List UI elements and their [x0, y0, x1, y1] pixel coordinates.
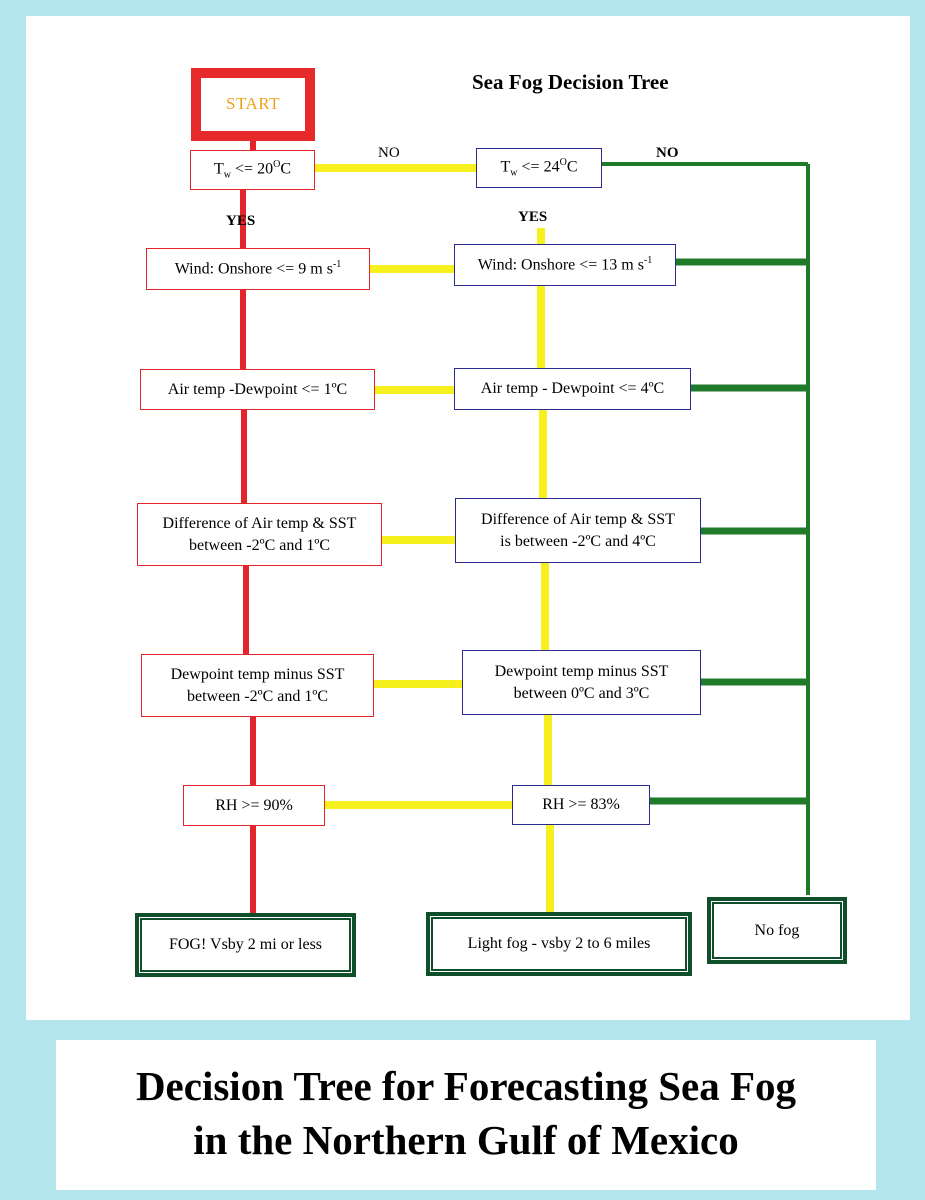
- fog-result-label: FOG! Vsby 2 mi or less: [168, 936, 323, 954]
- diagram-title: Sea Fog Decision Tree: [472, 70, 669, 94]
- air-sst-diff-left-node: Difference of Air temp & SST between -2º…: [137, 503, 382, 566]
- tw-20-node: Tw <= 20OC: [190, 150, 315, 190]
- wind-13-label: Wind: Onshore <= 13 m s-1: [477, 255, 653, 274]
- air-dewpoint-4-node: Air temp - Dewpoint <= 4ºC: [454, 368, 691, 410]
- green-path: [602, 162, 810, 895]
- dewpoint-sst-left-line1: Dewpoint temp minus SST: [170, 665, 345, 683]
- dewpoint-sst-mid-line2: between 0ºC and 3ºC: [513, 684, 650, 702]
- air-sst-diff-mid-node: Difference of Air temp & SST is between …: [455, 498, 701, 563]
- rh-83-node: RH >= 83%: [512, 785, 650, 825]
- wind-9-node: Wind: Onshore <= 9 m s-1: [146, 248, 370, 290]
- edge-label-yes-1: YES: [226, 213, 256, 229]
- no-fog-result-label: No fog: [754, 921, 800, 939]
- caption-line-1: Decision Tree for Forecasting Sea Fog: [135, 1063, 797, 1109]
- air-dewpoint-4-label: Air temp - Dewpoint <= 4ºC: [480, 380, 665, 398]
- air-sst-diff-mid-line1: Difference of Air temp & SST: [481, 510, 675, 528]
- air-sst-diff-mid-line2: is between -2ºC and 4ºC: [500, 532, 656, 550]
- wind-9-label: Wind: Onshore <= 9 m s-1: [174, 259, 342, 278]
- rh-90-label: RH >= 90%: [215, 796, 293, 814]
- fog-result-node: FOG! Vsby 2 mi or less: [135, 913, 356, 977]
- air-dewpoint-1-label: Air temp -Dewpoint <= 1ºC: [167, 380, 348, 398]
- edge-label-no-2: NO: [656, 145, 679, 161]
- air-sst-diff-left-line1: Difference of Air temp & SST: [162, 514, 357, 532]
- rh-83-label: RH >= 83%: [542, 796, 620, 814]
- caption-box: Decision Tree for Forecasting Sea Fog in…: [56, 1040, 876, 1190]
- light-fog-result-node: Light fog - vsby 2 to 6 miles: [426, 912, 692, 976]
- tw-24-label: Tw <= 24OC: [500, 156, 578, 179]
- edge-label-no-1: NO: [378, 145, 400, 161]
- yellow-path: [315, 164, 554, 912]
- edge-label-yes-2: YES: [518, 209, 548, 225]
- red-path: [240, 141, 256, 913]
- wind-13-node: Wind: Onshore <= 13 m s-1: [454, 244, 676, 286]
- air-dewpoint-1-node: Air temp -Dewpoint <= 1ºC: [140, 369, 375, 410]
- air-sst-diff-left-line2: between -2ºC and 1ºC: [188, 536, 330, 554]
- light-fog-result-label: Light fog - vsby 2 to 6 miles: [467, 935, 651, 953]
- start-label: START: [226, 94, 280, 114]
- dewpoint-sst-mid-node: Dewpoint temp minus SST between 0ºC and …: [462, 650, 701, 715]
- rh-90-node: RH >= 90%: [183, 785, 325, 826]
- tw-24-node: Tw <= 24OC: [476, 148, 602, 188]
- dewpoint-sst-left-node: Dewpoint temp minus SST between -2ºC and…: [141, 654, 374, 717]
- dewpoint-sst-mid-line1: Dewpoint temp minus SST: [494, 662, 669, 680]
- no-fog-result-node: No fog: [707, 897, 847, 964]
- caption-line-2: in the Northern Gulf of Mexico: [193, 1117, 739, 1163]
- tw-20-label: Tw <= 20OC: [214, 158, 291, 181]
- start-node: START: [191, 68, 315, 141]
- dewpoint-sst-left-line2: between -2ºC and 1ºC: [187, 687, 328, 705]
